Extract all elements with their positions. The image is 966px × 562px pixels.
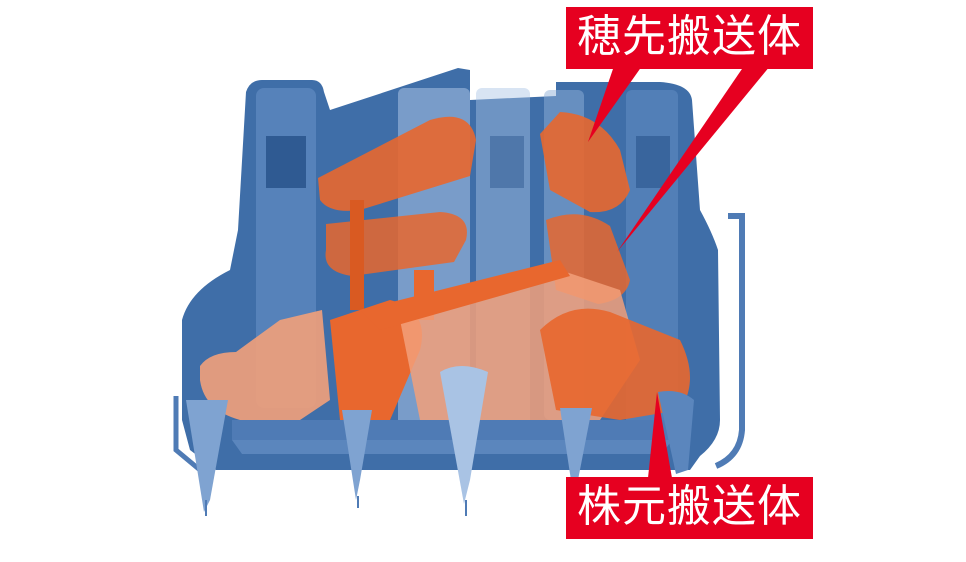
cutter-bar: [186, 366, 694, 516]
callout-pointers: [588, 66, 770, 478]
top-callout-pointer-2: [617, 66, 770, 252]
panicle-conveyor-label: 穂先搬送体: [566, 7, 813, 69]
top-callout-pointer-1: [588, 66, 642, 142]
bottom-callout-pointer: [648, 392, 672, 478]
stalk-conveyor-label: 株元搬送体: [566, 477, 813, 539]
